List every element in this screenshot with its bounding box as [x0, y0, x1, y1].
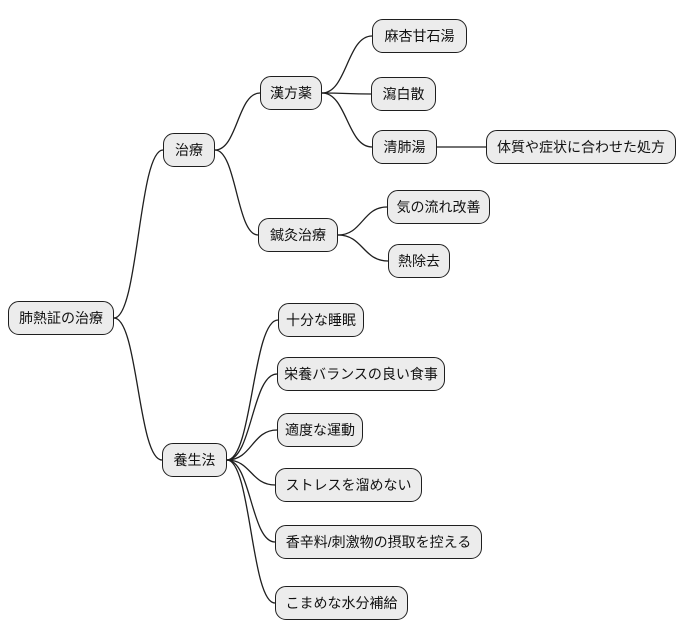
node-sufficient-sleep: 十分な睡眠 — [278, 303, 364, 337]
node-makyokansekito: 麻杏甘石湯 — [372, 19, 467, 53]
node-treatment: 治療 — [163, 133, 215, 167]
node-avoid-spices-stimulants: 香辛料/刺激物の摂取を控える — [275, 525, 482, 559]
connector-regimen-sleep — [226, 319, 279, 461]
node-acupuncture-treatment: 鍼灸治療 — [258, 218, 338, 252]
connector-root-treatment — [113, 149, 164, 319]
connector-treatment-kampo — [214, 92, 261, 151]
node-moderate-exercise: 適度な運動 — [277, 413, 363, 447]
connector-regimen-exercise — [226, 429, 278, 461]
node-health-regimen: 養生法 — [162, 443, 227, 477]
node-frequent-hydration: こまめな水分補給 — [275, 586, 408, 620]
node-shahakusan: 瀉白散 — [371, 77, 436, 111]
connector-regimen-stress — [226, 459, 276, 486]
node-heat-removal: 熱除去 — [388, 244, 450, 278]
connector-regimen-nutrition — [226, 373, 278, 461]
connector-acupuncture-heatremoval — [337, 234, 389, 262]
node-balanced-diet: 栄養バランスの良い食事 — [277, 357, 445, 391]
node-ki-flow-improvement: 気の流れ改善 — [387, 190, 490, 224]
connector-kampo-shahakusan — [321, 92, 372, 95]
connector-acupuncture-kiflow — [337, 206, 388, 236]
connector-kampo-makyokansekito — [321, 35, 373, 94]
node-kampo-medicine: 漢方薬 — [260, 76, 322, 110]
connector-root-regimen — [113, 317, 163, 461]
node-avoid-stress: ストレスを溜めない — [275, 468, 422, 502]
connector-regimen-hydration — [226, 459, 276, 604]
node-tailored-prescription: 体質や症状に合わせた処方 — [486, 130, 676, 164]
connector-kampo-seihaito — [321, 92, 373, 148]
node-seihaito: 清肺湯 — [372, 130, 437, 164]
node-root-lung-heat-treatment: 肺熱証の治療 — [8, 301, 114, 335]
connector-regimen-spices — [226, 459, 276, 543]
connector-treatment-acupuncture — [214, 149, 259, 236]
